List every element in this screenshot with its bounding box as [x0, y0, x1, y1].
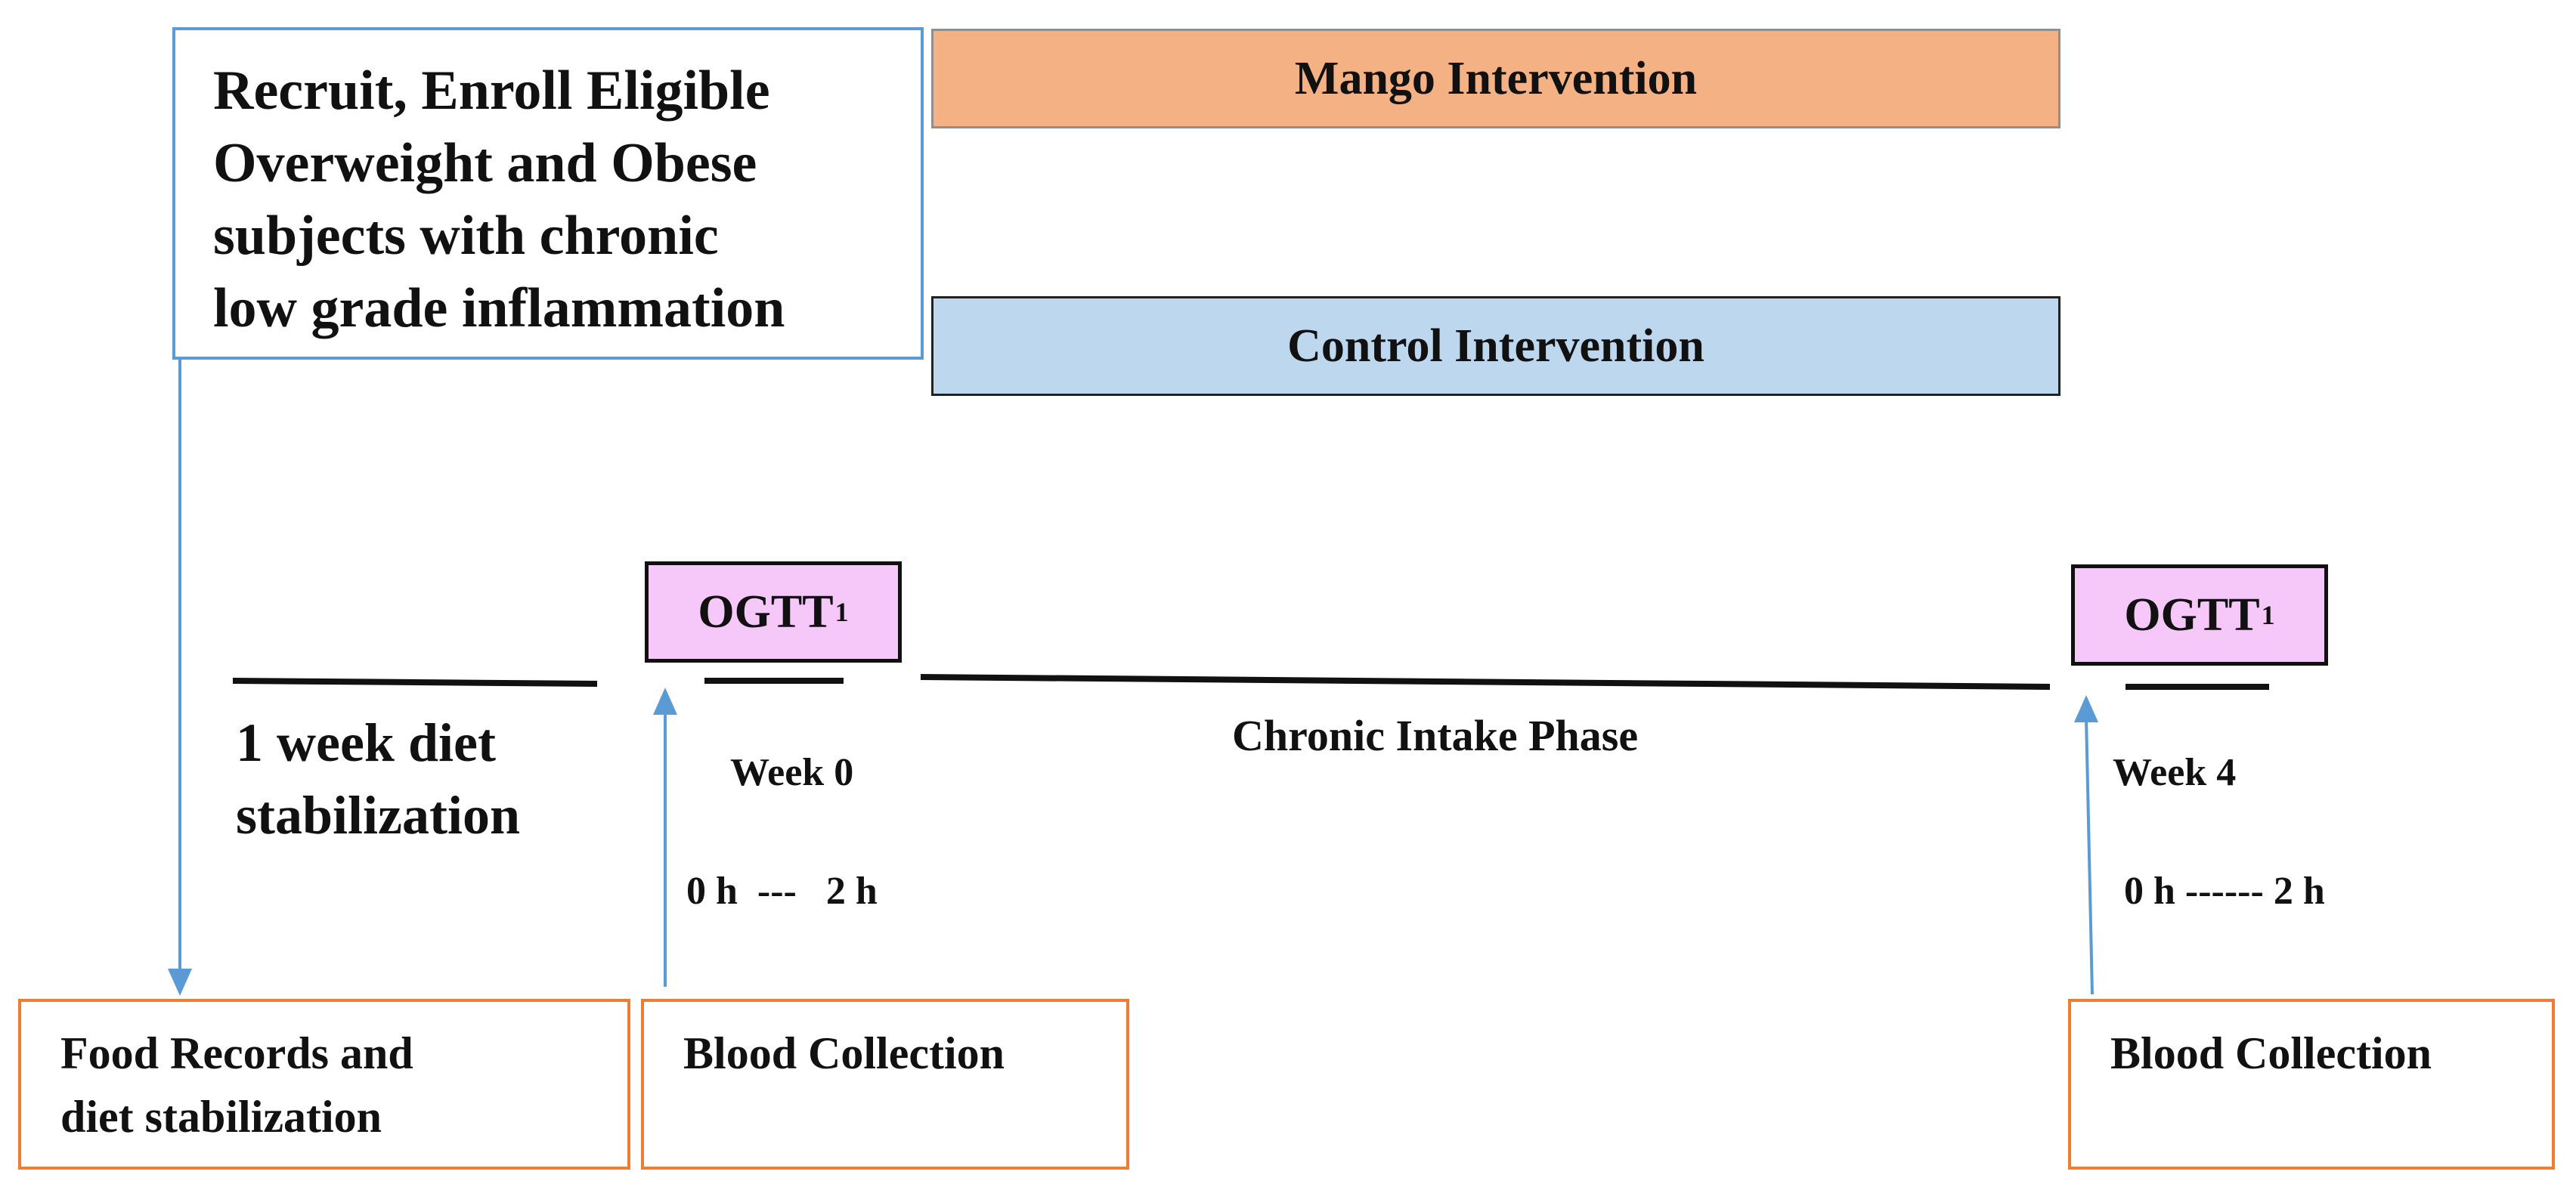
recruit-enroll-box: Recruit, Enroll Eligible Overweight and …: [172, 27, 924, 360]
week0-hours-label: 0 h --- 2 h: [686, 870, 878, 913]
ogtt-footnote-marker: 1: [834, 597, 849, 627]
week4-label: Week 4: [2113, 751, 2237, 794]
blood1-to-ogtt-arrowhead: [653, 688, 677, 715]
food-records-line-1: Food Records and: [60, 1028, 413, 1078]
recruit-line-1: Recruit, Enroll Eligible: [213, 60, 770, 122]
recruit-to-food-arrowhead: [168, 969, 192, 996]
blood-collection-label: Blood Collection: [683, 1028, 1005, 1078]
timeline-segment-stabilization: [232, 678, 598, 687]
recruit-line-4: low grade inflammation: [213, 277, 785, 339]
mango-intervention-bar: Mango Intervention: [931, 29, 2060, 128]
food-records-box: Food Records and diet stabilization: [18, 999, 630, 1170]
stabilization-line-1: 1 week diet: [236, 713, 496, 773]
recruit-line-2: Overweight and Obese: [213, 132, 757, 194]
week0-label: Week 0: [730, 751, 854, 794]
food-records-line-2: diet stabilization: [60, 1092, 382, 1142]
control-intervention-label: Control Intervention: [1287, 320, 1704, 372]
blood2-to-ogtt-arrowhead: [2074, 695, 2098, 722]
stabilization-line-2: stabilization: [236, 785, 521, 845]
blood-collection-box-week0: Blood Collection: [641, 999, 1129, 1170]
ogtt-label: OGTT: [2124, 589, 2260, 641]
control-intervention-bar: Control Intervention: [931, 296, 2060, 396]
ogtt-label: OGTT: [698, 586, 834, 638]
blood-collection-label: Blood Collection: [2110, 1028, 2432, 1078]
blood2-to-ogtt-arrow: [2085, 717, 2094, 995]
mango-intervention-label: Mango Intervention: [1294, 52, 1698, 104]
timeline-segment-chronic: [920, 674, 2051, 690]
ogtt-footnote-marker: 1: [2261, 600, 2275, 630]
recruit-line-3: subjects with chronic: [213, 205, 719, 267]
week4-hours-label: 0 h ------ 2 h: [2124, 870, 2325, 913]
stabilization-label: 1 week diet stabilization: [236, 706, 520, 852]
chronic-intake-phase-label: Chronic Intake Phase: [1232, 711, 1639, 760]
blood-collection-box-week4: Blood Collection: [2068, 999, 2555, 1170]
